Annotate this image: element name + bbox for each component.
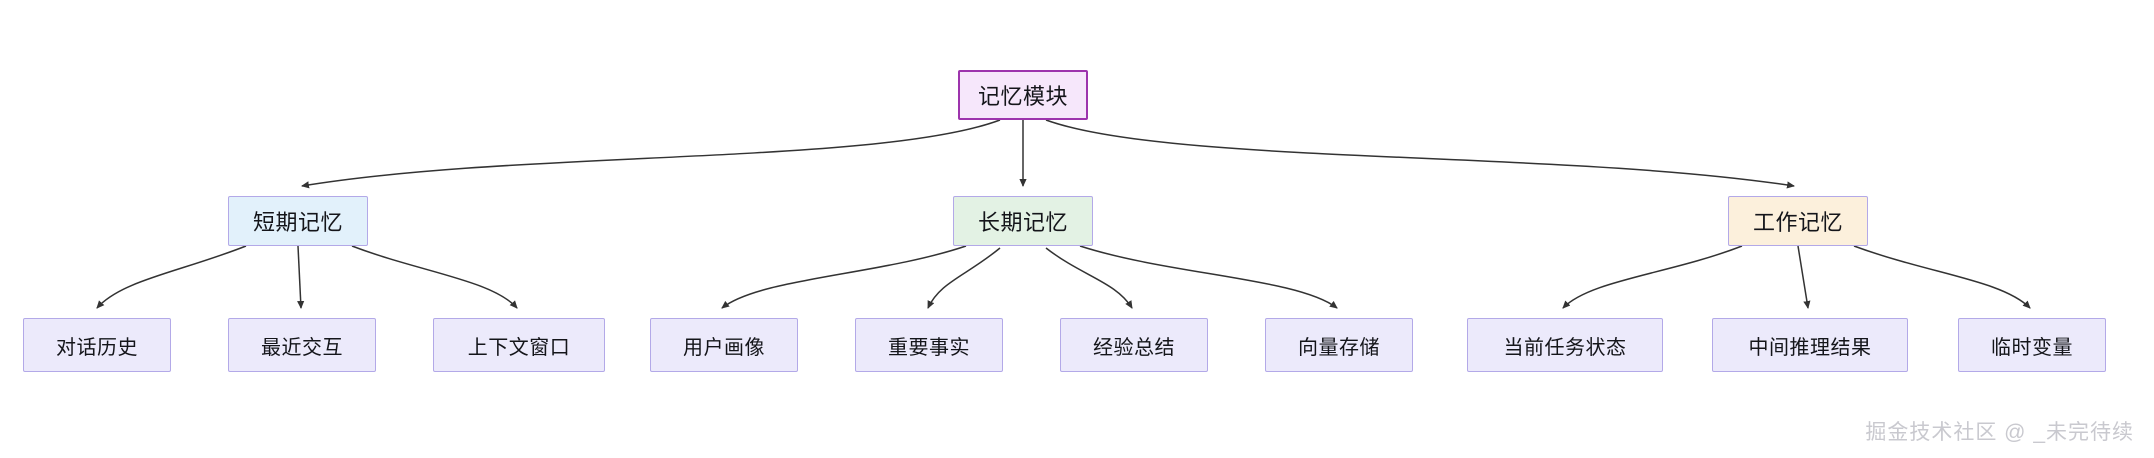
node-context-window[interactable]: 上下文窗口 <box>433 318 605 372</box>
node-important-facts[interactable]: 重要事实 <box>855 318 1003 372</box>
edge-root-to-short <box>301 119 1001 189</box>
edge-working-to-intermediate-result <box>1797 245 1811 309</box>
edge-short-to-dialog-history <box>96 245 247 309</box>
edge-short-to-context-window <box>351 245 518 309</box>
node-intermediate-reasoning-result[interactable]: 中间推理结果 <box>1712 318 1908 372</box>
node-user-profile[interactable]: 用户画像 <box>650 318 798 372</box>
edge-root-to-working <box>1045 119 1795 189</box>
node-short-term-memory[interactable]: 短期记忆 <box>228 196 368 246</box>
edge-working-to-current-task <box>1562 245 1743 309</box>
node-long-term-memory[interactable]: 长期记忆 <box>953 196 1093 246</box>
watermark-text: 掘金技术社区 @ _未完待续 <box>1865 421 2134 444</box>
edge-long-to-vector-store <box>1079 245 1338 309</box>
node-temp-variable[interactable]: 临时变量 <box>1958 318 2106 372</box>
edge-long-to-user-profile <box>721 245 967 309</box>
node-memory-module[interactable]: 记忆模块 <box>958 70 1088 120</box>
node-experience-summary[interactable]: 经验总结 <box>1060 318 1208 372</box>
node-current-task-state[interactable]: 当前任务状态 <box>1467 318 1663 372</box>
node-vector-store[interactable]: 向量存储 <box>1265 318 1413 372</box>
edge-long-to-important-facts <box>927 247 1001 309</box>
node-dialog-history[interactable]: 对话历史 <box>23 318 171 372</box>
node-working-memory[interactable]: 工作记忆 <box>1728 196 1868 246</box>
edge-long-to-experience-summary <box>1045 247 1133 309</box>
node-recent-interaction[interactable]: 最近交互 <box>228 318 376 372</box>
edge-short-to-recent-interaction <box>297 245 305 309</box>
edge-working-to-temp-variable <box>1853 245 2031 309</box>
